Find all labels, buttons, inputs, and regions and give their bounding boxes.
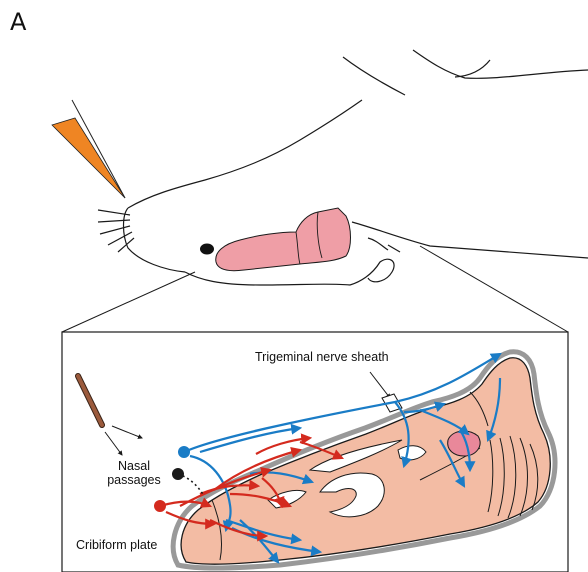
label-trigeminal-nerve-sheath: Trigeminal nerve sheath (255, 350, 389, 364)
needle-icon (52, 100, 125, 198)
rat-outline (124, 50, 588, 285)
label-nasal-line2: passages (103, 473, 165, 487)
label-nasal-passages: Nasal passages (103, 459, 165, 488)
rat-brain (216, 208, 351, 271)
label-cribriform-plate: Cribiform plate (76, 538, 157, 552)
whiskers (98, 210, 134, 252)
rat-eye (200, 244, 214, 255)
label-nasal-line1: Nasal (103, 459, 165, 473)
panel-label: A (10, 8, 26, 36)
